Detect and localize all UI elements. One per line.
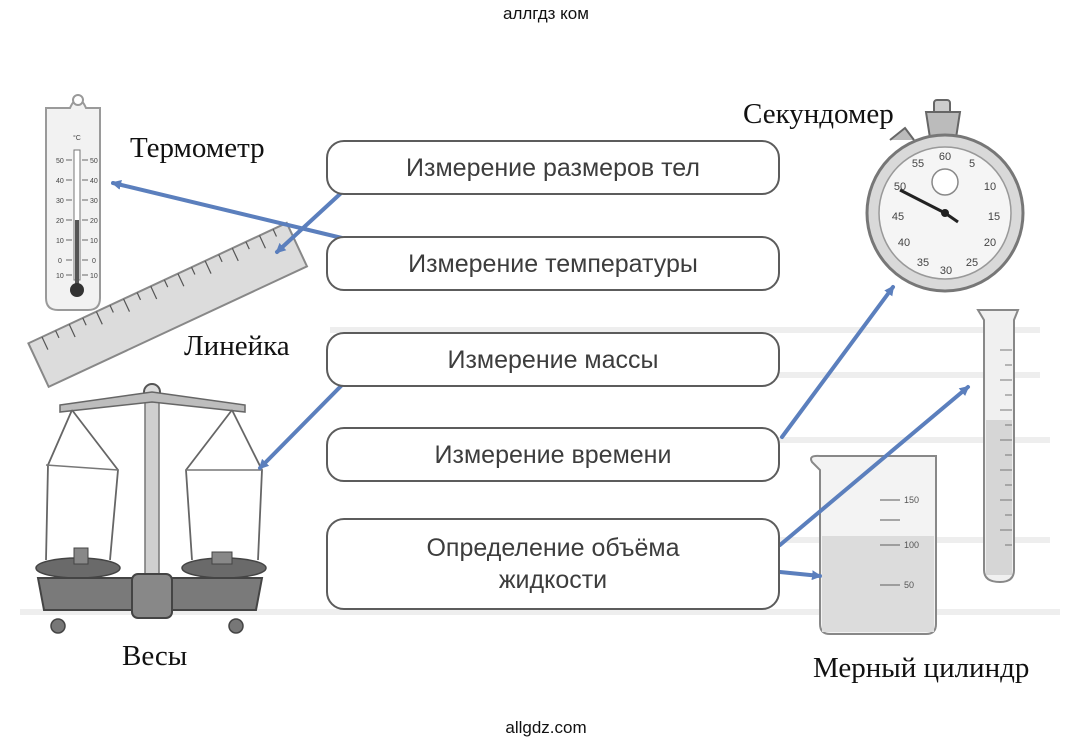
svg-text:15: 15 — [988, 211, 1000, 223]
label-stopwatch: Секундомер — [743, 98, 894, 130]
svg-text:45: 45 — [892, 211, 904, 223]
scales-icon — [35, 383, 267, 634]
watermark-bottom: allgdz.com — [505, 718, 587, 737]
svg-text:35: 35 — [917, 257, 929, 269]
svg-text:10: 10 — [90, 238, 98, 245]
svg-text:10: 10 — [56, 238, 64, 245]
svg-text:40: 40 — [90, 178, 98, 185]
label-cylinder: Мерный цилиндр — [813, 652, 1030, 684]
ruler-icon — [27, 221, 309, 389]
thermometer-icon: °C 50 50 40 40 30 30 20 20 10 10 0 0 10 … — [45, 94, 101, 311]
svg-text:5: 5 — [969, 158, 975, 170]
box-size-measurement: Измерение размеров тел — [326, 140, 780, 195]
svg-text:50: 50 — [894, 181, 906, 193]
arrow-temperature-to-thermometer — [111, 180, 344, 240]
svg-text:55: 55 — [912, 158, 924, 170]
svg-text:30: 30 — [90, 198, 98, 205]
svg-text:30: 30 — [940, 265, 952, 277]
svg-text:25: 25 — [966, 257, 978, 269]
arrow-time-to-stopwatch — [780, 285, 895, 439]
box-mass-measurement: Измерение массы — [326, 332, 780, 387]
svg-text:20: 20 — [56, 218, 64, 225]
svg-text:0: 0 — [58, 258, 62, 265]
svg-text:60: 60 — [939, 151, 951, 163]
svg-text:40: 40 — [898, 237, 910, 249]
box-mass-text: Измерение массы — [447, 345, 659, 374]
box-temperature-measurement: Измерение температуры — [326, 236, 780, 291]
svg-text:10: 10 — [90, 273, 98, 280]
svg-text:50: 50 — [56, 158, 64, 165]
svg-text:°C: °C — [73, 134, 81, 142]
svg-text:100: 100 — [904, 540, 919, 550]
box-time-measurement: Измерение времени — [326, 427, 780, 482]
svg-text:20: 20 — [90, 218, 98, 225]
box-temperature-text: Измерение температуры — [408, 249, 698, 278]
box-volume-text-line1: Определение объёма — [426, 534, 680, 562]
arrow-volume-to-beaker — [778, 570, 822, 581]
box-size-text: Измерение размеров тел — [406, 153, 700, 182]
box-volume-text-line2: жидкости — [498, 566, 608, 594]
svg-text:150: 150 — [904, 495, 919, 505]
label-scales: Весы — [122, 640, 188, 672]
svg-text:20: 20 — [984, 237, 996, 249]
svg-text:0: 0 — [92, 258, 96, 265]
stopwatch-icon: 60 55 5 50 10 45 15 40 20 35 25 30 — [865, 99, 1025, 293]
svg-text:10: 10 — [984, 181, 996, 193]
label-thermometer: Термометр — [130, 132, 265, 164]
svg-text:50: 50 — [90, 158, 98, 165]
cylinder-icon — [976, 309, 1020, 584]
arrow-mass-to-scales — [258, 384, 343, 470]
svg-text:30: 30 — [56, 198, 64, 205]
box-volume-measurement: Определение объёма жидкости — [326, 518, 780, 610]
svg-text:50: 50 — [904, 580, 914, 590]
beaker-icon: 150 100 50 — [810, 454, 937, 635]
watermark-top: аллгдз ком — [503, 4, 589, 23]
box-time-text: Измерение времени — [434, 440, 672, 469]
label-ruler: Линейка — [184, 330, 290, 362]
svg-text:10: 10 — [56, 273, 64, 280]
arrow-volume-to-cylinder — [778, 385, 970, 547]
svg-text:40: 40 — [56, 178, 64, 185]
